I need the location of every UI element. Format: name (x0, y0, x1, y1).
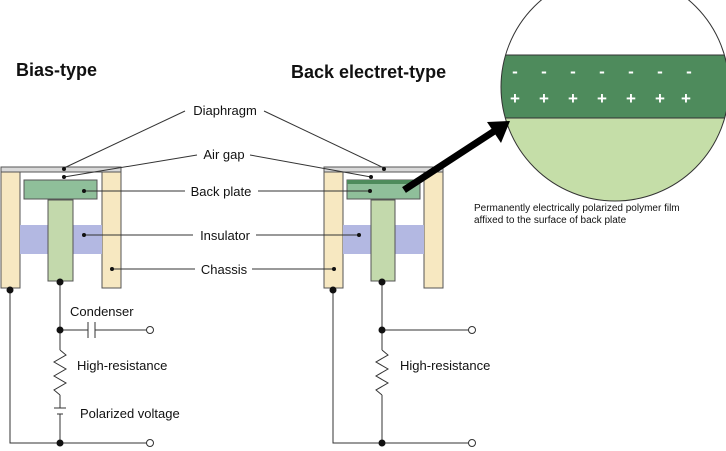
film-note-line2: affixed to the surface of back plate (474, 215, 627, 226)
electret-chassis-right (423, 168, 444, 289)
leader-dots (62, 167, 386, 271)
bias-terminal-top (146, 326, 154, 334)
electret-resistor (375, 349, 389, 396)
label-polarized-voltage: Polarized voltage (80, 406, 180, 421)
svg-text:-: - (657, 62, 663, 81)
label-air-gap: Air gap (203, 147, 244, 162)
plus-charges: + + + + + + + (510, 89, 691, 108)
label-diaphragm: Diaphragm (193, 103, 257, 118)
leader-lines (63, 110, 385, 270)
minus-charges: - - - - - - - (512, 62, 692, 81)
label-condenser: Condenser (70, 304, 134, 319)
electret-film (347, 180, 420, 184)
svg-text:+: + (597, 89, 607, 108)
label-high-resistance-bias: High-resistance (77, 358, 167, 373)
svg-text:-: - (599, 62, 605, 81)
svg-text:-: - (628, 62, 634, 81)
magnified-lens: - - - - - - - + + + + + + + (500, 0, 726, 202)
electret-type-capsule (323, 166, 444, 289)
bias-terminal-bottom (146, 439, 154, 447)
svg-text:-: - (541, 62, 547, 81)
electret-circuit (332, 282, 472, 444)
svg-text:-: - (686, 62, 692, 81)
electret-stem (370, 199, 396, 282)
bias-type-capsule (0, 166, 122, 289)
bias-circuit (9, 282, 150, 444)
bias-stem (47, 199, 74, 282)
svg-text:+: + (655, 89, 665, 108)
electret-type-title: Back electret-type (291, 62, 446, 82)
electret-circuit-nodes (329, 278, 476, 447)
svg-text:+: + (539, 89, 549, 108)
label-insulator: Insulator (200, 228, 251, 243)
bias-resistor (53, 349, 67, 396)
bias-type-title: Bias-type (16, 60, 97, 80)
lens-film (501, 55, 726, 118)
lens-outline (500, 0, 726, 202)
magnify-arrow (402, 121, 510, 193)
label-back-plate: Back plate (191, 184, 252, 199)
film-note-line1: Permanently electrically polarized polym… (474, 203, 680, 214)
svg-text:+: + (568, 89, 578, 108)
label-high-resistance-electret: High-resistance (400, 358, 490, 373)
svg-text:-: - (570, 62, 576, 81)
bias-circuit-nodes (6, 278, 154, 447)
electret-terminal-top (468, 326, 476, 334)
bias-diaphragm (0, 166, 122, 173)
label-chassis: Chassis (201, 262, 248, 277)
bias-back-plate (23, 179, 98, 200)
svg-text:+: + (510, 89, 520, 108)
svg-text:-: - (512, 62, 518, 81)
svg-text:+: + (626, 89, 636, 108)
svg-text:+: + (681, 89, 691, 108)
electret-terminal-bottom (468, 439, 476, 447)
bias-chassis-left (0, 168, 21, 289)
